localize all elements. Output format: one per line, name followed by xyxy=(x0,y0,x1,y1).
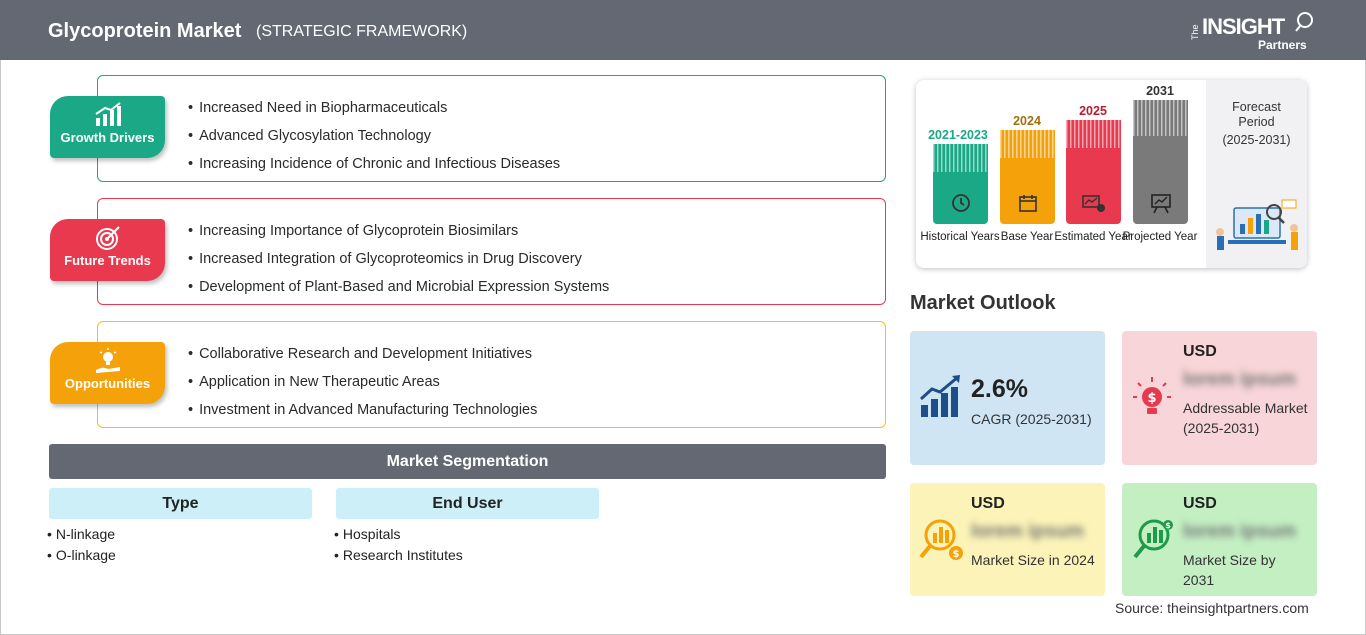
timeline-estimated-year: 2025 xyxy=(1079,104,1107,118)
size-2031-currency: USD xyxy=(1183,495,1217,512)
page-title: Glycoprotein Market xyxy=(48,20,242,42)
analyst-illustration-icon xyxy=(1216,199,1298,250)
target-icon xyxy=(95,226,120,250)
list-item: Increasing Incidence of Chronic and Infe… xyxy=(188,150,560,178)
list-item: Increasing Importance of Glycoprotein Bi… xyxy=(188,217,609,245)
growth-drivers-label: Growth Drivers xyxy=(60,130,155,145)
list-item: O-linkage xyxy=(47,545,116,566)
timeline-projected-year: 2031 xyxy=(1146,84,1174,98)
cagr-label: CAGR (2025-2031) xyxy=(971,411,1092,427)
segment-end-user-list: Hospitals Research Institutes xyxy=(334,524,463,566)
insight-partners-logo[interactable]: The INSIGHT Partners xyxy=(1190,10,1320,54)
market-size-2024-card: USD lorem ipsum $ Market Size in 2024 xyxy=(910,483,1105,596)
page-subtitle: (STRATEGIC FRAMEWORK) xyxy=(256,23,468,40)
history-clock-icon xyxy=(952,194,970,212)
svg-text:$: $ xyxy=(1165,521,1171,530)
estimate-chart-icon xyxy=(1082,195,1105,212)
list-item: Research Institutes xyxy=(334,545,463,566)
segment-type-heading: Type xyxy=(49,488,312,519)
segment-end-user-heading: End User xyxy=(336,488,599,519)
calendar-icon xyxy=(1019,195,1037,212)
size-2031-label: Market Size by 2031 xyxy=(1183,552,1276,588)
list-item: Collaborative Research and Development I… xyxy=(188,340,537,368)
logo-swoosh-icon xyxy=(1295,12,1313,32)
opportunities-box: Collaborative Research and Development I… xyxy=(97,321,886,428)
growth-drivers-list: Increased Need in Biopharmaceuticals Adv… xyxy=(188,94,560,178)
magnifier-chart-icon: $ xyxy=(1133,519,1173,559)
list-item: Application in New Therapeutic Areas xyxy=(188,368,537,396)
growth-chart-icon xyxy=(919,375,960,417)
timeline-estimated-bar xyxy=(1066,120,1121,224)
svg-text:$: $ xyxy=(1147,391,1156,406)
growth-drivers-badge: Growth Drivers xyxy=(50,96,165,158)
timeline-projected-bar xyxy=(1133,100,1188,224)
timeline-panel: 2021-2023 Historical Years 2024 Base Yea… xyxy=(916,80,1307,268)
logo-insight: INSIGHT xyxy=(1202,14,1285,39)
timeline-historical-bar xyxy=(933,144,988,224)
list-item: N-linkage xyxy=(47,524,116,545)
addressable-value: lorem ipsum xyxy=(1183,369,1296,390)
header-bar: Glycoprotein Market (STRATEGIC FRAMEWORK… xyxy=(0,0,1366,60)
forecast-panel: Forecast Period (2025-2031) xyxy=(1206,80,1307,268)
forecast-title: Forecast Period xyxy=(1232,100,1281,129)
opportunities-label: Opportunities xyxy=(64,376,151,391)
svg-text:$: $ xyxy=(953,549,960,560)
addressable-currency: USD xyxy=(1183,343,1217,360)
logo-partners: Partners xyxy=(1258,38,1307,52)
list-item: Increased Integration of Glycoproteomics… xyxy=(188,245,609,273)
addressable-market-card: USD lorem ipsum $ Addressable Market (20… xyxy=(1122,331,1317,465)
timeline-historical-year: 2021-2023 xyxy=(928,128,988,142)
size-2031-value: lorem ipsum xyxy=(1183,521,1296,542)
market-outlook-title: Market Outlook xyxy=(910,292,1056,314)
timeline-base-year: 2024 xyxy=(1013,114,1041,128)
market-segmentation-header: Market Segmentation xyxy=(49,444,886,479)
list-item: Hospitals xyxy=(334,524,463,545)
list-item: Investment in Advanced Manufacturing Tec… xyxy=(188,396,537,424)
growth-chart-icon xyxy=(94,102,121,126)
cagr-card: 2.6% CAGR (2025-2031) xyxy=(910,331,1105,465)
timeline-projected-label: Projected Year xyxy=(1122,231,1198,243)
growth-drivers-box: Increased Need in Biopharmaceuticals Adv… xyxy=(97,75,886,182)
timeline-historical-label: Historical Years xyxy=(920,231,1000,243)
cagr-value: 2.6% xyxy=(971,375,1028,403)
projection-board-icon xyxy=(1151,194,1171,214)
logo-the: The xyxy=(1190,24,1200,40)
source-note: Source: theinsightpartners.com xyxy=(1115,600,1309,616)
future-trends-box: Increasing Importance of Glycoprotein Bi… xyxy=(97,198,886,305)
opportunities-list: Collaborative Research and Development I… xyxy=(188,340,537,424)
size-2024-label: Market Size in 2024 xyxy=(971,552,1095,568)
idea-dollar-icon: $ xyxy=(1133,377,1171,414)
addressable-label: Addressable Market (2025-2031) xyxy=(1183,400,1308,436)
list-item: Advanced Glycosylation Technology xyxy=(188,122,560,150)
forecast-range: (2025-2031) xyxy=(1222,133,1291,147)
future-trends-badge: Future Trends xyxy=(50,219,165,281)
market-size-2031-card: USD lorem ipsum $ Market Size by 2031 xyxy=(1122,483,1317,596)
timeline-base-label: Base Year xyxy=(1000,231,1054,243)
size-2024-currency: USD xyxy=(971,495,1005,512)
future-trends-label: Future Trends xyxy=(64,253,151,268)
lightbulb-hand-icon xyxy=(95,348,120,373)
timeline-base-bar xyxy=(1000,130,1055,224)
list-item: Increased Need in Biopharmaceuticals xyxy=(188,94,560,122)
size-2024-value: lorem ipsum xyxy=(971,521,1084,542)
timeline-estimated-label: Estimated Year xyxy=(1054,231,1132,243)
opportunities-badge: Opportunities xyxy=(50,342,165,404)
list-item: Development of Plant-Based and Microbial… xyxy=(188,273,609,301)
magnifier-chart-icon: $ xyxy=(919,519,963,560)
future-trends-list: Increasing Importance of Glycoprotein Bi… xyxy=(188,217,609,301)
segment-type-list: N-linkage O-linkage xyxy=(47,524,116,566)
